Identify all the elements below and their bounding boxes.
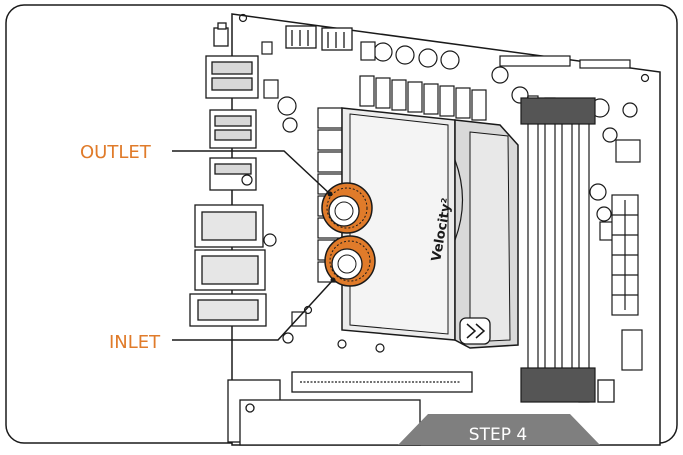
ek-logo-icon — [459, 317, 491, 345]
inlet-fitting — [324, 235, 376, 287]
inlet-leader-dot — [330, 277, 336, 283]
mounting-hole — [238, 13, 248, 23]
outlet-leader-line — [172, 150, 331, 195]
ram-slots — [520, 95, 596, 403]
vrm-chokes-top — [359, 75, 487, 121]
outlet-leader-dot — [327, 191, 333, 197]
board-components — [241, 41, 641, 353]
cpu-power-connectors — [285, 25, 353, 51]
rear-io — [189, 22, 267, 327]
leader-lines — [172, 150, 334, 341]
pcie-slot — [227, 371, 615, 446]
outlet-label: OUTLET — [80, 142, 152, 163]
cpu-water-block — [341, 107, 519, 349]
step-badge-label: STEP 4 — [469, 425, 527, 445]
outlet-fitting — [321, 182, 373, 234]
mounting-hole — [640, 73, 650, 83]
inlet-label: INLET — [109, 332, 161, 353]
step-badge — [398, 414, 600, 445]
inlet-leader-line — [172, 279, 334, 341]
atx-power-connector — [611, 194, 643, 371]
